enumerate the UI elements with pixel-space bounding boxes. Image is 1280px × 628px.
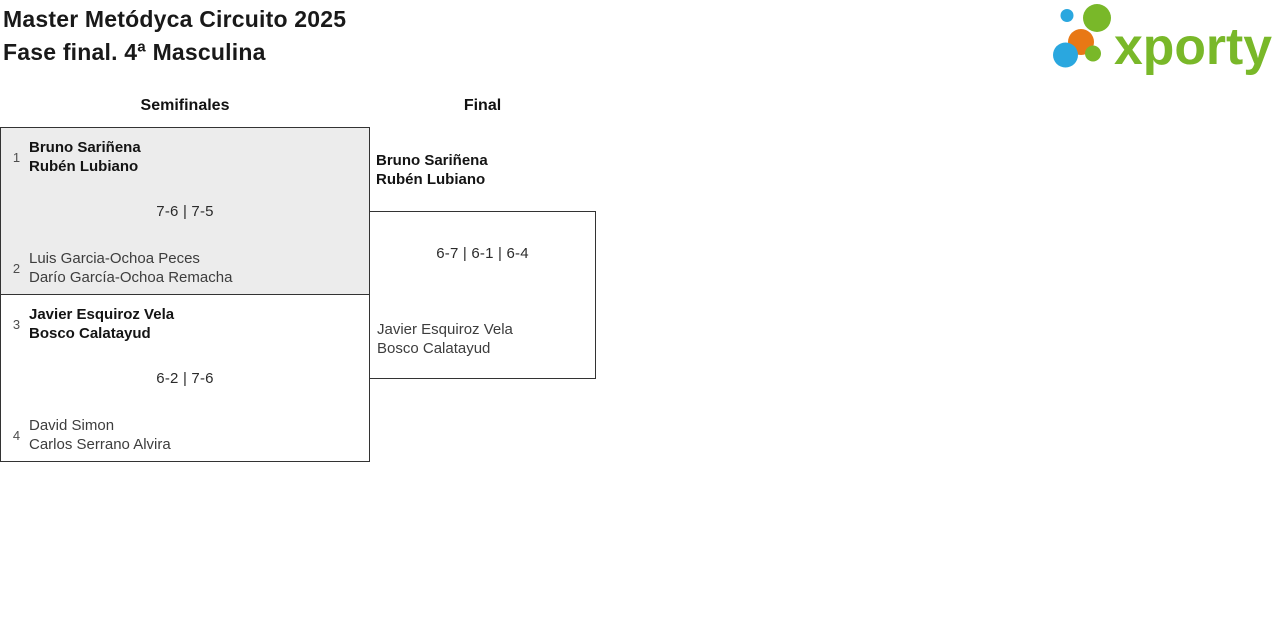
team-names: David Simon Carlos Serrano Alvira [29, 416, 171, 454]
team-row: Javier Esquiroz Vela Bosco Calatayud [377, 320, 587, 358]
page-title: Master Metódyca Circuito 2025 Fase final… [3, 3, 346, 69]
player-name: Javier Esquiroz Vela [29, 306, 175, 323]
player-name: Bruno Sariñena [376, 152, 488, 169]
team-row: 2 Luis Garcia-Ochoa Peces Darío García-O… [9, 249, 361, 287]
final-top-team: Bruno Sariñena Rubén Lubiano [376, 151, 488, 189]
seed-number: 4 [12, 427, 21, 443]
team-row: 3 Javier Esquiroz Vela Bosco Calatayud [9, 305, 361, 343]
player-name: David Simon [29, 417, 115, 434]
logo-dot-green-large [1083, 4, 1111, 32]
xporty-logo[interactable]: xporty [1048, 0, 1276, 76]
match-semifinal-1[interactable]: 1 Bruno Sariñena Rubén Lubiano 7-6 | 7-5… [0, 127, 370, 295]
match-score: 7-6 | 7-5 [156, 203, 214, 220]
round-header-semifinals: Semifinales [140, 97, 230, 114]
player-name: Bosco Calatayud [29, 325, 151, 342]
player-name: Rubén Lubiano [29, 158, 139, 175]
player-name: Carlos Serrano Alvira [29, 436, 171, 453]
team-names: Javier Esquiroz Vela Bosco Calatayud [29, 305, 174, 343]
player-name: Rubén Lubiano [376, 171, 486, 188]
seed-number: 2 [12, 260, 21, 276]
phase-name: Fase final. 4ª Masculina [3, 39, 266, 65]
team-names: Bruno Sariñena Rubén Lubiano [29, 138, 141, 176]
team-names: Luis Garcia-Ochoa Peces Darío García-Och… [29, 249, 232, 287]
logo-dot-green-small [1085, 45, 1101, 62]
team-names: Javier Esquiroz Vela Bosco Calatayud [377, 320, 513, 358]
player-name: Bruno Sariñena [29, 139, 141, 156]
logo-dot-blue-small [1060, 9, 1074, 22]
round-header-final: Final [463, 97, 502, 114]
match-semifinal-2[interactable]: 3 Javier Esquiroz Vela Bosco Calatayud 6… [0, 294, 370, 462]
seed-number: 3 [12, 316, 21, 332]
team-row: 1 Bruno Sariñena Rubén Lubiano [9, 138, 361, 176]
logo-dot-blue-large [1053, 42, 1078, 68]
player-name: Luis Garcia-Ochoa Peces [29, 250, 200, 267]
match-score: 6-2 | 7-6 [156, 370, 214, 387]
xporty-logo-graphic: xporty [1053, 4, 1272, 76]
player-name: Bosco Calatayud [377, 340, 491, 357]
team-names: Bruno Sariñena Rubén Lubiano [376, 152, 488, 188]
seed-number: 1 [12, 149, 21, 165]
player-name: Darío García-Ochoa Remacha [29, 269, 233, 286]
match-score: 6-7 | 6-1 | 6-4 [436, 245, 529, 262]
logo-text: xporty [1114, 18, 1272, 76]
player-name: Javier Esquiroz Vela [377, 321, 513, 338]
team-row: 4 David Simon Carlos Serrano Alvira [9, 416, 361, 454]
match-final[interactable]: 6-7 | 6-1 | 6-4 Javier Esquiroz Vela Bos… [369, 211, 596, 379]
tournament-name: Master Metódyca Circuito 2025 [3, 6, 347, 32]
